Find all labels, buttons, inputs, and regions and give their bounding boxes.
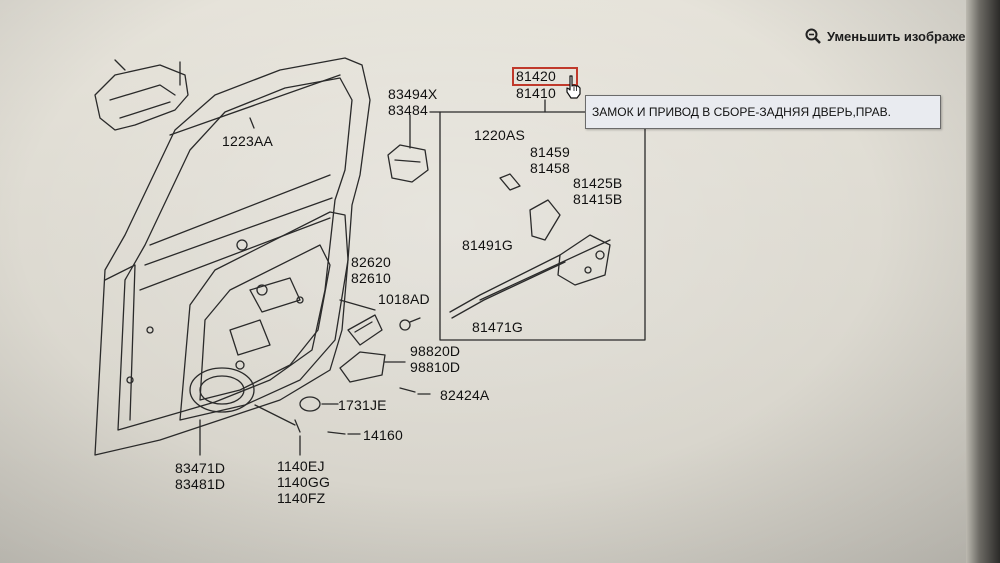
door-latch-part xyxy=(339,351,386,383)
part-1140FZ[interactable]: 1140FZ xyxy=(277,490,326,506)
part-83484[interactable]: 83484 xyxy=(388,102,428,118)
part-81420[interactable]: 81420 xyxy=(516,68,556,84)
lock-assembly-box xyxy=(439,111,646,341)
monitor-bezel xyxy=(966,0,1000,563)
part-1018AD[interactable]: 1018AD xyxy=(378,291,430,307)
part-81491G[interactable]: 81491G xyxy=(462,237,514,253)
door-frame-inner xyxy=(117,77,353,431)
magnifier-minus-icon xyxy=(805,28,821,44)
part-81410[interactable]: 81410 xyxy=(516,85,556,101)
selected-part-highlight[interactable] xyxy=(512,67,578,86)
part-98820D[interactable]: 98820D xyxy=(410,343,461,359)
part-1140EJ[interactable]: 1140EJ xyxy=(277,458,325,474)
inner-handle-bracket xyxy=(387,144,429,183)
part-group-81459: 81459 81458 xyxy=(530,144,570,176)
part-83471D[interactable]: 83471D xyxy=(175,460,226,476)
zoom-out-label: Уменьшить изображение xyxy=(827,28,989,44)
part-group-82620: 82620 82610 xyxy=(351,254,391,286)
door-frame-outline xyxy=(94,57,371,456)
part-1731JE[interactable]: 1731JE xyxy=(338,397,387,413)
part-tooltip: ЗАМОК И ПРИВОД В СБОРЕ-ЗАДНЯЯ ДВЕРЬ,ПРАВ… xyxy=(585,95,941,129)
part-1223AA[interactable]: 1223AA xyxy=(222,133,274,149)
part-81415B[interactable]: 81415B xyxy=(573,191,623,207)
zoom-out-button[interactable]: Уменьшить изображение xyxy=(805,25,989,47)
part-81459[interactable]: 81459 xyxy=(530,144,570,160)
part-83494X[interactable]: 83494X xyxy=(388,86,438,102)
part-81425B[interactable]: 81425B xyxy=(573,175,623,191)
part-1140GG[interactable]: 1140GG xyxy=(277,474,331,490)
door-inner-panel xyxy=(179,211,349,421)
part-81458[interactable]: 81458 xyxy=(530,160,570,176)
part-81471G[interactable]: 81471G xyxy=(472,319,524,335)
part-82424A[interactable]: 82424A xyxy=(440,387,490,403)
grommet xyxy=(299,396,321,412)
inside-handle xyxy=(347,314,383,346)
part-98810D[interactable]: 98810D xyxy=(410,359,461,375)
part-1220AS[interactable]: 1220AS xyxy=(474,127,526,143)
part-group-81425B: 81425B 81415B xyxy=(573,175,622,207)
part-14160[interactable]: 14160 xyxy=(363,427,403,443)
part-82610[interactable]: 82610 xyxy=(351,270,391,286)
outer-handle-part xyxy=(94,64,189,131)
part-group-1140EJ: 1140EJ 1140GG 1140FZ xyxy=(277,458,330,506)
part-82620[interactable]: 82620 xyxy=(351,254,391,270)
lock-actuator xyxy=(557,234,611,286)
part-group-83494X: 83494X 83484 xyxy=(388,86,437,118)
hand-cursor-icon xyxy=(566,75,581,99)
part-group-83471D: 83471D 83481D xyxy=(175,460,225,492)
part-group-98820D: 98820D 98810D xyxy=(410,343,460,375)
part-83481D[interactable]: 83481D xyxy=(175,476,226,492)
tooltip-text: ЗАМОК И ПРИВОД В СБОРЕ-ЗАДНЯЯ ДВЕРЬ,ПРАВ… xyxy=(592,105,891,119)
